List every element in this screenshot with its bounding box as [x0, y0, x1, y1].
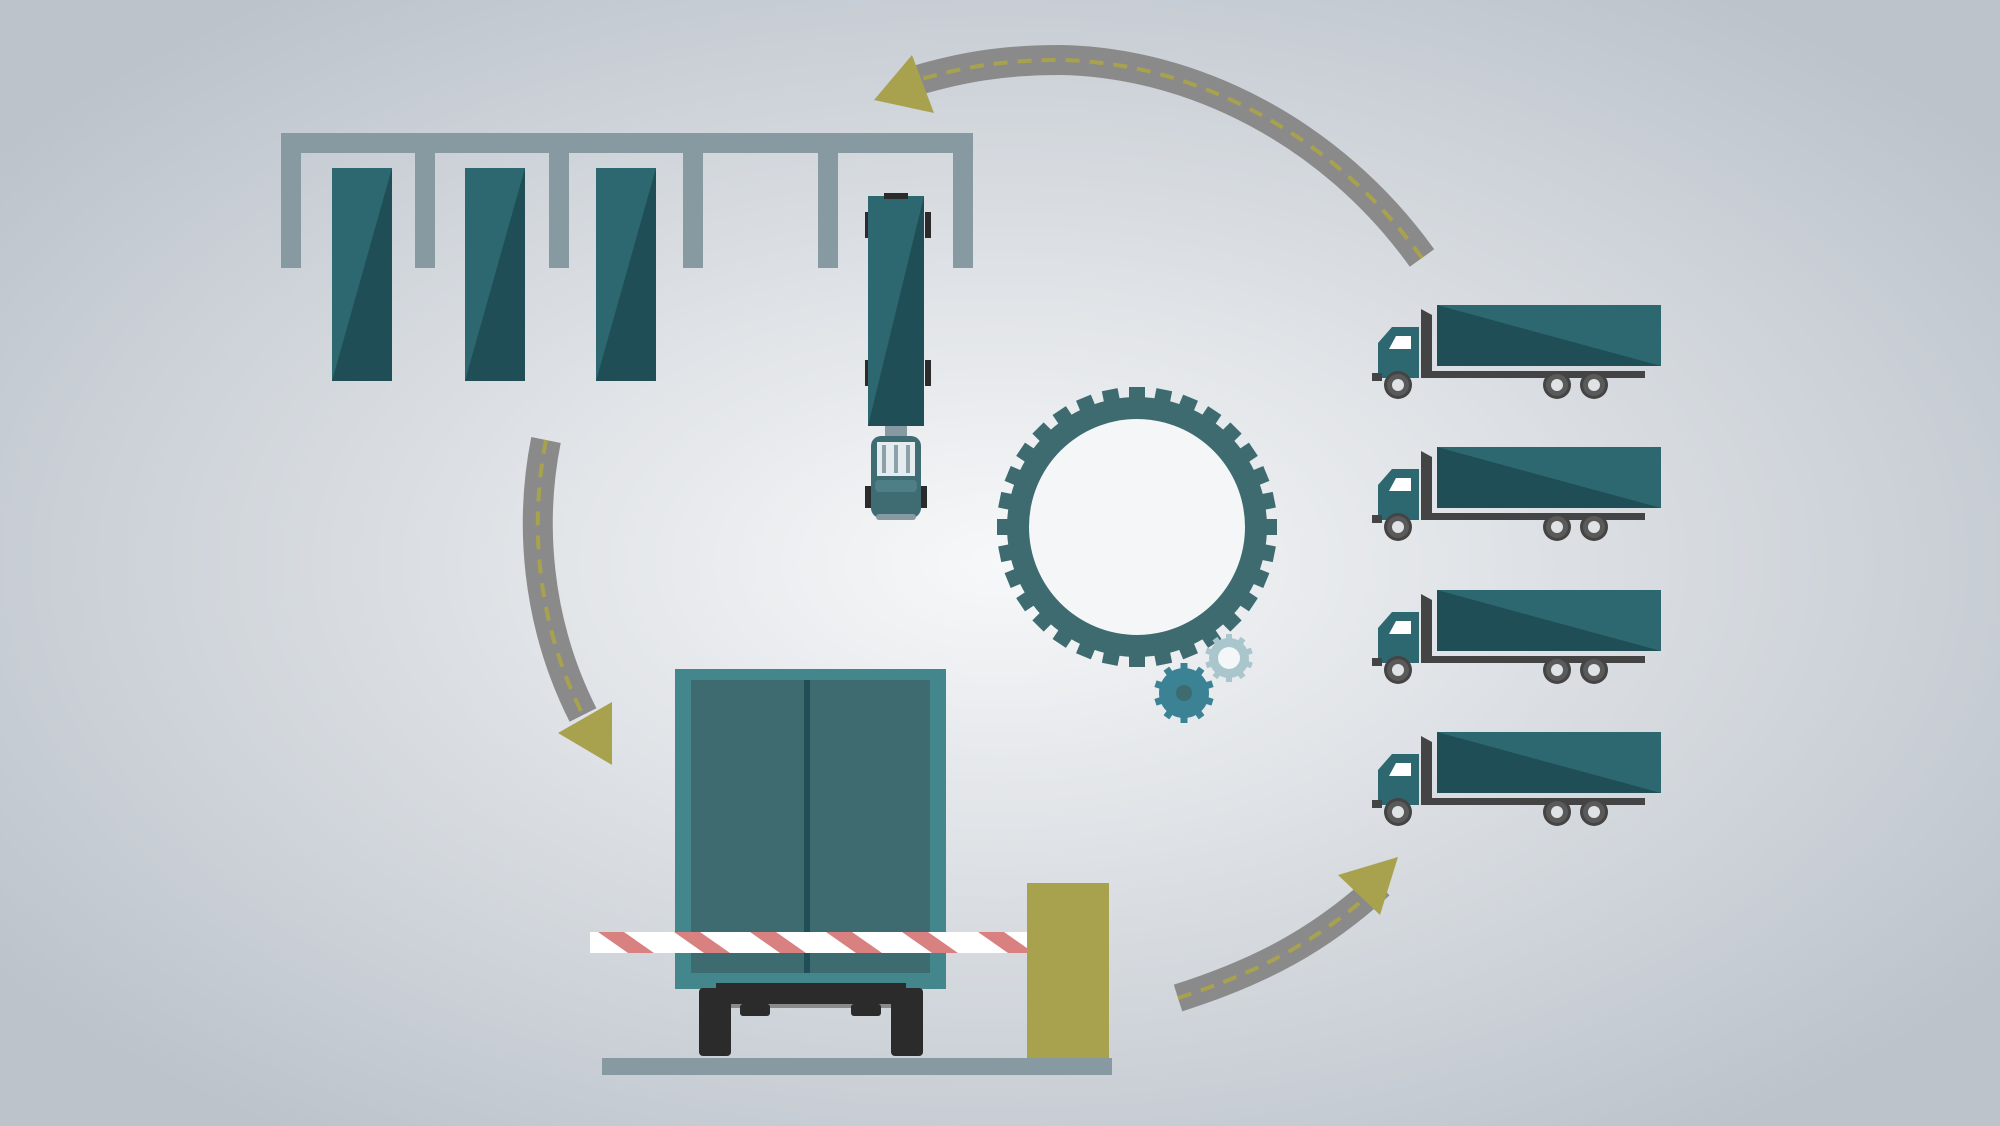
gear-icon [997, 387, 1277, 667]
truck-icon [1372, 447, 1661, 541]
small-gear-icon [1154, 663, 1214, 723]
gate-booth-icon [1027, 883, 1109, 1060]
trailer-icon [332, 168, 392, 381]
parking-rack-icon [281, 133, 973, 268]
flow-arrow-bottom [1173, 857, 1398, 1012]
truck-rear-view-icon [675, 669, 946, 1056]
arrow-head-left [558, 702, 612, 765]
arrow-head-bottom [1338, 857, 1398, 915]
trailer-icon [596, 168, 656, 381]
truck-top-view-icon [865, 193, 931, 520]
truck-icon [1372, 732, 1661, 826]
truck-icon [1372, 305, 1661, 399]
flow-arrow-top [874, 44, 1435, 267]
trailer-icon [465, 168, 525, 381]
truck-fleet [1372, 305, 1661, 826]
flow-arrow-left [522, 437, 612, 765]
truck-icon [1372, 590, 1661, 684]
boom-barrier-icon [590, 932, 1030, 953]
ground-platform [602, 1058, 1112, 1075]
arrow-head-top [874, 55, 934, 113]
small-gear-icon [1205, 634, 1253, 682]
